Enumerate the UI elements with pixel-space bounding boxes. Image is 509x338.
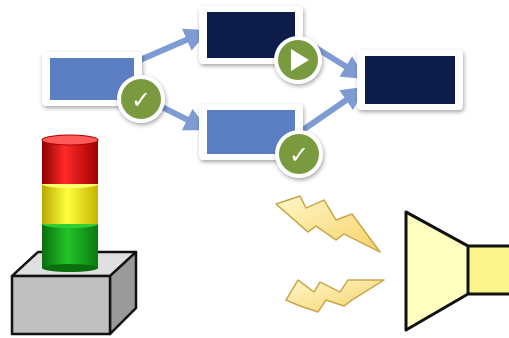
checkmark-icon: ✓ [275, 130, 323, 178]
lightning-bolt-icon [275, 195, 381, 253]
play-icon [274, 36, 322, 84]
arrow-bottom-to-end [298, 86, 366, 135]
status-badges: ✓ ✓ [117, 36, 323, 178]
green-light [42, 220, 98, 272]
speaker-horn [404, 210, 470, 332]
checkmark-icon: ✓ [117, 75, 165, 123]
lightning-bolt-icon [285, 279, 385, 313]
wireless-signals [275, 195, 385, 313]
speaker-icon [404, 210, 509, 332]
svg-text:✓: ✓ [289, 141, 309, 169]
workflow-nodes [42, 6, 463, 160]
speaker-body [466, 244, 509, 296]
svg-text:✓: ✓ [131, 86, 151, 114]
stack-light-base [10, 250, 138, 336]
red-light [41, 134, 99, 184]
arrow-start-to-top [138, 28, 209, 63]
node-end [357, 50, 463, 110]
yellow-light [42, 180, 98, 224]
stack-light [10, 134, 138, 336]
